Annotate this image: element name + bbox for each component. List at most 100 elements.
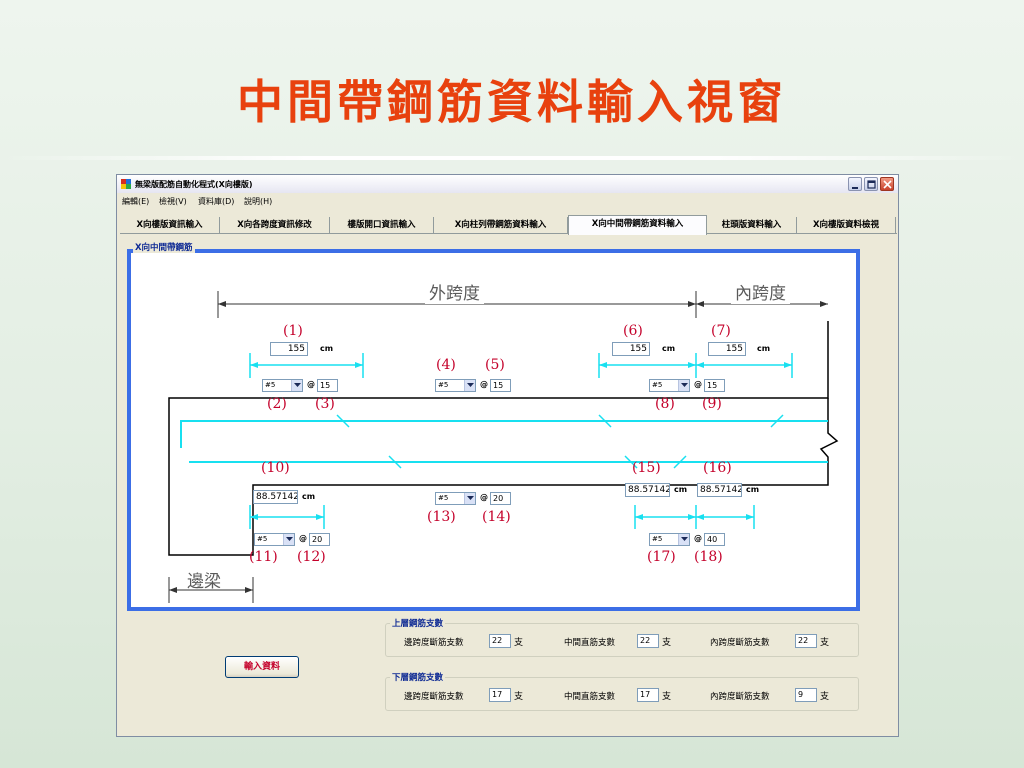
edge-beam-arrow-right (245, 587, 253, 593)
callout-13: (13) (427, 509, 456, 525)
bottom-inner-cut-input[interactable]: 9 (795, 688, 817, 702)
top-left-length-input[interactable]: 155 (270, 342, 308, 356)
dim-top-mid-right-arrow-l (599, 362, 607, 368)
bottom-mid-straight-input[interactable]: 17 (637, 688, 659, 702)
callout-10: (10) (261, 460, 290, 476)
dim-top-mid-right-arrow-r (688, 362, 696, 368)
bottom-mid-straight-label: 中間直筋支數 (564, 692, 616, 702)
bottom-inner-length-input[interactable]: 88.57142 (697, 483, 742, 497)
top-inner-cut-input[interactable]: 22 (795, 634, 817, 648)
callout-18: (18) (694, 549, 723, 565)
bottom-right-bar-size-arrow[interactable] (678, 534, 689, 545)
menu-help[interactable]: 說明(H) (244, 197, 273, 206)
input-data-button[interactable]: 輸入資料 (225, 656, 299, 678)
bottom-left-spacing-input[interactable]: 20 (309, 533, 330, 546)
close-button[interactable] (880, 177, 894, 191)
tab-strip: X向樓版資訊輸入 X向各跨度資訊修改 樓版開口資訊輸入 X向柱列帶鋼筋資料輸入 … (120, 215, 897, 235)
top-mid-bar-size-arrow[interactable] (464, 380, 475, 391)
top-bar-counts-group: 上層鋼筋支數 邊跨度斷筋支數 22 支 中間直筋支數 22 支 內跨度斷筋支數 … (385, 617, 859, 657)
top-right-at-sign: @ (694, 380, 702, 389)
bottom-left-at-sign: @ (299, 534, 307, 543)
maximize-button[interactable] (864, 177, 878, 191)
callout-11: (11) (249, 549, 278, 565)
bottom-mid-spacing-input[interactable]: 20 (490, 492, 511, 505)
slide-title: 中間帶鋼筋資料輸入視窗 (237, 75, 787, 129)
tab-drop-panel[interactable]: 柱頭版資料輸入 (707, 217, 797, 234)
outer-span-label: 外跨度 (425, 279, 484, 304)
tab-middle-strip[interactable]: X向中間帶鋼筋資料輸入 (568, 215, 707, 235)
tab-opening-info[interactable]: 樓版開口資訊輸入 (330, 217, 434, 234)
top-mid-bar-size-select[interactable]: #5 (435, 379, 476, 392)
callout-8: (8) (655, 396, 675, 412)
outer-span-left-arrow (218, 301, 226, 307)
minimize-button[interactable] (848, 177, 862, 191)
bottom-left-bar-size-select[interactable]: #5 (254, 533, 295, 546)
top-right-bar-size-arrow[interactable] (678, 380, 689, 391)
bottom-left-bar-size-arrow[interactable] (283, 534, 294, 545)
minimize-icon (852, 187, 858, 189)
bottom-mid-at-sign: @ (480, 493, 488, 502)
menu-view[interactable]: 檢視(V) (159, 197, 187, 206)
dim-bottom-left-arrow-l (250, 514, 258, 520)
menu-edit[interactable]: 編輯(E) (122, 197, 150, 206)
inner-span-label: 內跨度 (731, 279, 790, 304)
top-left-bar-size-value: #5 (265, 381, 276, 389)
bottom-right-bar-size-select[interactable]: #5 (649, 533, 690, 546)
bottom-left-length-unit: cm (302, 492, 316, 501)
top-edge-cut-label: 邊跨度斷筋支數 (404, 638, 464, 648)
bottom-right-at-sign: @ (694, 534, 702, 543)
top-mid-right-length-unit: cm (662, 344, 676, 353)
window-titlebar[interactable]: 無梁版配筋自動化程式(X向樓版) (117, 175, 898, 193)
window-title: 無梁版配筋自動化程式(X向樓版) (135, 180, 253, 189)
top-left-bar-size-select[interactable]: #5 (262, 379, 303, 392)
slab-break-line (819, 398, 839, 473)
bottom-mid-right-length-input[interactable]: 88.57142 (625, 483, 670, 497)
callout-4: (4) (436, 357, 456, 373)
bottom-left-length-input[interactable]: 88.57142 (253, 490, 298, 504)
top-inner-cut-label: 內跨度斷筋支數 (710, 638, 770, 648)
tab-slab-view[interactable]: X向樓版資料檢視 (797, 217, 896, 234)
close-icon (883, 180, 892, 189)
top-inner-cut-unit: 支 (820, 638, 830, 648)
top-rebar-cut-a (336, 414, 350, 428)
bottom-edge-cut-input[interactable]: 17 (489, 688, 511, 702)
app-icon (121, 179, 131, 189)
top-left-spacing-input[interactable]: 15 (317, 379, 338, 392)
top-edge-cut-input[interactable]: 22 (489, 634, 511, 648)
top-right-bar-size-value: #5 (652, 381, 663, 389)
bottom-mid-bar-size-arrow[interactable] (464, 493, 475, 504)
top-rebar-cut-c (770, 414, 784, 428)
top-inner-length-unit: cm (757, 344, 771, 353)
top-right-spacing-input[interactable]: 15 (704, 379, 725, 392)
bottom-right-bar-size-value: #5 (652, 535, 663, 543)
inner-span-left-arrow (696, 301, 704, 307)
bottom-edge-cut-unit: 支 (514, 692, 524, 702)
callout-12: (12) (297, 549, 326, 565)
top-mid-spacing-input[interactable]: 15 (490, 379, 511, 392)
dim-top-inner-arrow-l (696, 362, 704, 368)
inner-span-right-arrow (820, 301, 828, 307)
menu-database[interactable]: 資料庫(D) (198, 197, 235, 206)
menu-bar: 編輯(E) 檢視(V) 資料庫(D) 說明(H) (117, 193, 898, 208)
bottom-right-spacing-input[interactable]: 40 (704, 533, 725, 546)
top-inner-length-input[interactable]: 155 (708, 342, 746, 356)
top-mid-straight-label: 中間直筋支數 (564, 638, 616, 648)
dim-bottom-mid-right-arrow-r (688, 514, 696, 520)
top-rebar-line (180, 420, 828, 448)
callout-17: (17) (647, 549, 676, 565)
rebar-drawing-panel: 外跨度 內跨度 邊梁 (1) 155 cm (6) 155 cm (7) 155… (127, 249, 860, 611)
bottom-mid-bar-size-select[interactable]: #5 (435, 492, 476, 505)
chevron-down-icon (467, 496, 474, 500)
top-mid-straight-input[interactable]: 22 (637, 634, 659, 648)
rebar-section-drawing (168, 291, 839, 603)
top-left-bar-size-arrow[interactable] (291, 380, 302, 391)
top-right-bar-size-select[interactable]: #5 (649, 379, 690, 392)
callout-14: (14) (482, 509, 511, 525)
tab-slab-info[interactable]: X向樓版資訊輸入 (120, 217, 220, 234)
rebar-group-title: X向中間帶鋼筋 (133, 241, 195, 253)
tab-column-strip[interactable]: X向柱列帶鋼筋資料輸入 (434, 217, 568, 234)
top-left-length-unit: cm (320, 344, 334, 353)
tab-span-edit[interactable]: X向各跨度資訊修改 (220, 217, 330, 234)
dim-bottom-inner-arrow-r (746, 514, 754, 520)
top-mid-right-length-input[interactable]: 155 (612, 342, 650, 356)
